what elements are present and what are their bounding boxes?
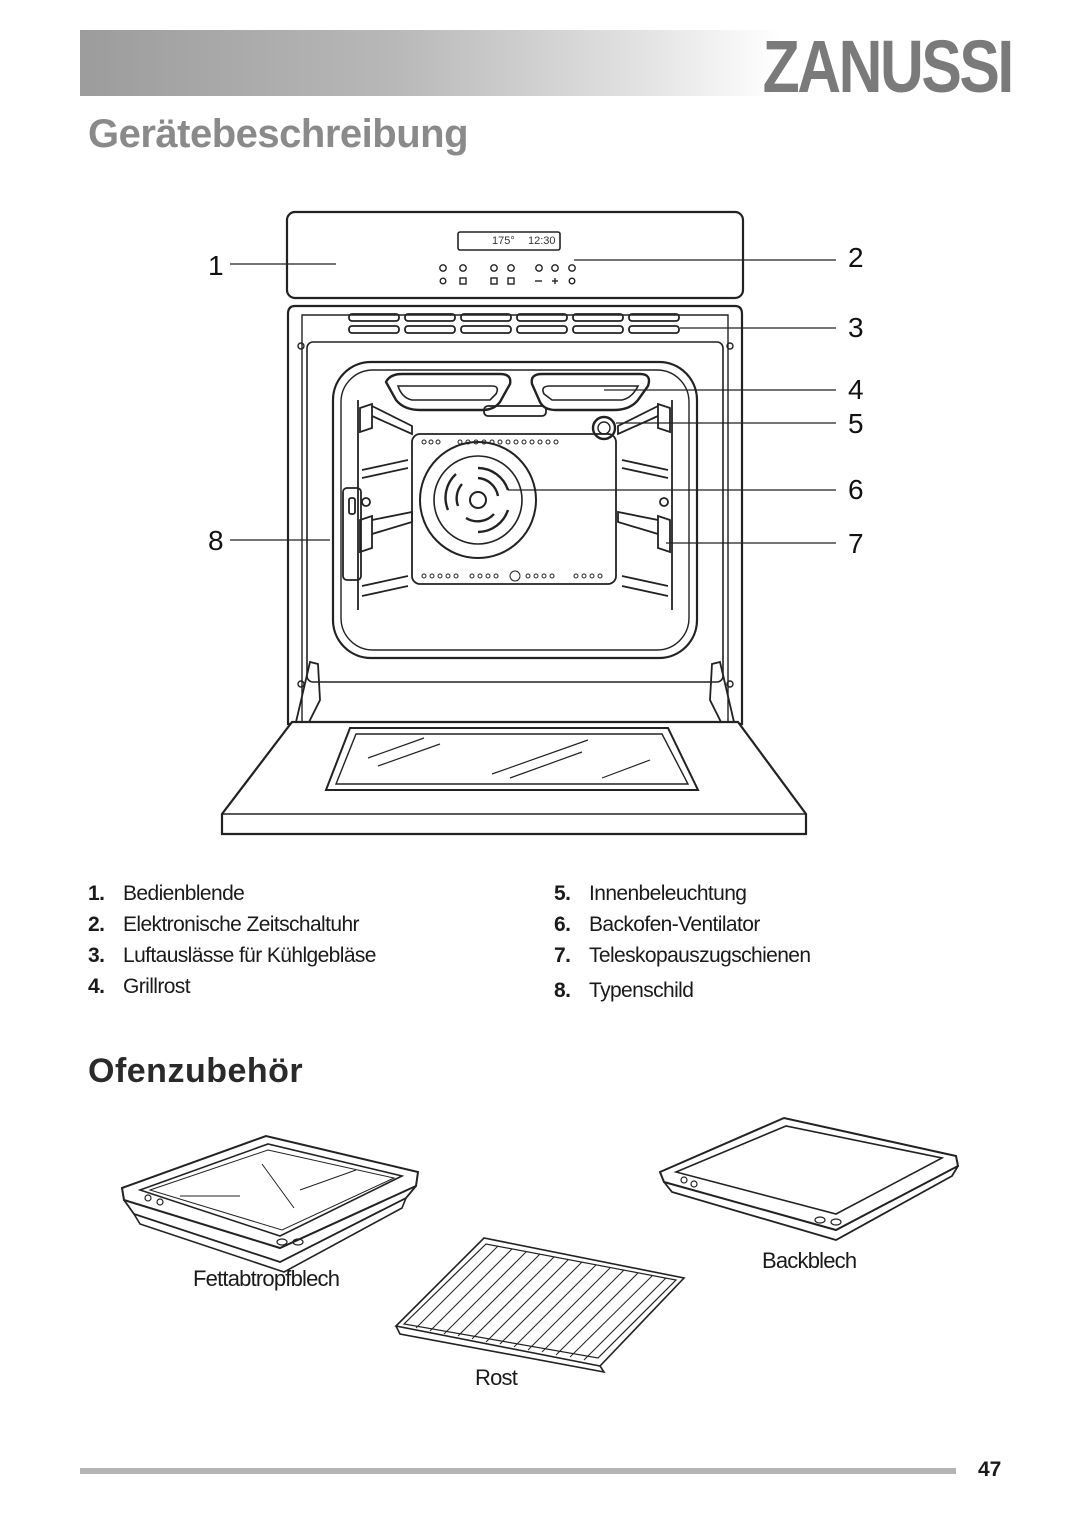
callout-2: 2 (848, 242, 864, 273)
control-panel (285, 210, 745, 300)
oven-cavity (331, 360, 699, 660)
oven-fan (419, 441, 537, 559)
telescopic-rails-left (342, 400, 413, 610)
accessories-illustration (120, 1116, 960, 1374)
callout-4: 4 (848, 374, 864, 405)
callout-8: 8 (208, 525, 224, 556)
page-title: Gerätebeschreibung (88, 112, 469, 156)
legend-left: 1.Bedienblende 2.Elektronische Zeitschal… (88, 882, 376, 1006)
rack-image (394, 1237, 686, 1374)
callout-5: 5 (848, 408, 864, 439)
baking-tray-image (658, 1116, 960, 1241)
fan-cover (411, 433, 617, 585)
legend-item: 1.Bedienblende (88, 882, 245, 905)
page-number: 47 (978, 1458, 1002, 1481)
footer-line (80, 1468, 956, 1474)
timer-display-temp: 175° (492, 235, 515, 247)
oven-door (220, 720, 808, 836)
timer-display-time: 12:30 (528, 235, 556, 247)
callout-3: 3 (848, 312, 864, 343)
callout-7: 7 (848, 528, 864, 559)
brand-logo: ZANUSSI (762, 25, 1015, 108)
legend-item: 7.Teleskopauszugschienen (554, 944, 811, 967)
callout-1: 1 (208, 250, 224, 281)
legend-item: 2.Elektronische Zeitschaltuhr (88, 913, 360, 936)
grill-element (384, 372, 651, 417)
cooling-vents (348, 313, 680, 334)
accessories-title: Ofenzubehör (88, 1052, 304, 1090)
baking-tray-label: Backblech (762, 1248, 857, 1273)
control-buttons (439, 264, 576, 285)
callout-6: 6 (848, 474, 864, 505)
telescopic-rails-right (617, 400, 673, 610)
legend-item: 4.Grillrost (88, 975, 191, 998)
drip-tray-image (120, 1134, 420, 1273)
legend-item: 8.Typenschild (554, 979, 694, 1002)
legend-item: 6.Backofen-Ventilator (554, 913, 760, 936)
header-bar (80, 30, 780, 96)
legend-item: 3.Luftauslässe für Kühlgebläse (88, 944, 376, 967)
drip-tray-label: Fettabtropfblech (193, 1266, 340, 1291)
oven-diagram (220, 210, 836, 836)
oven-body (286, 304, 744, 726)
door-window (324, 727, 700, 791)
oven-light (591, 415, 617, 441)
legend-item: 5.Innenbeleuchtung (554, 882, 747, 905)
timer-display (457, 231, 561, 251)
rack-label: Rost (475, 1365, 518, 1390)
legend-right: 5.Innenbeleuchtung 6.Backofen-Ventilator… (554, 882, 811, 1010)
